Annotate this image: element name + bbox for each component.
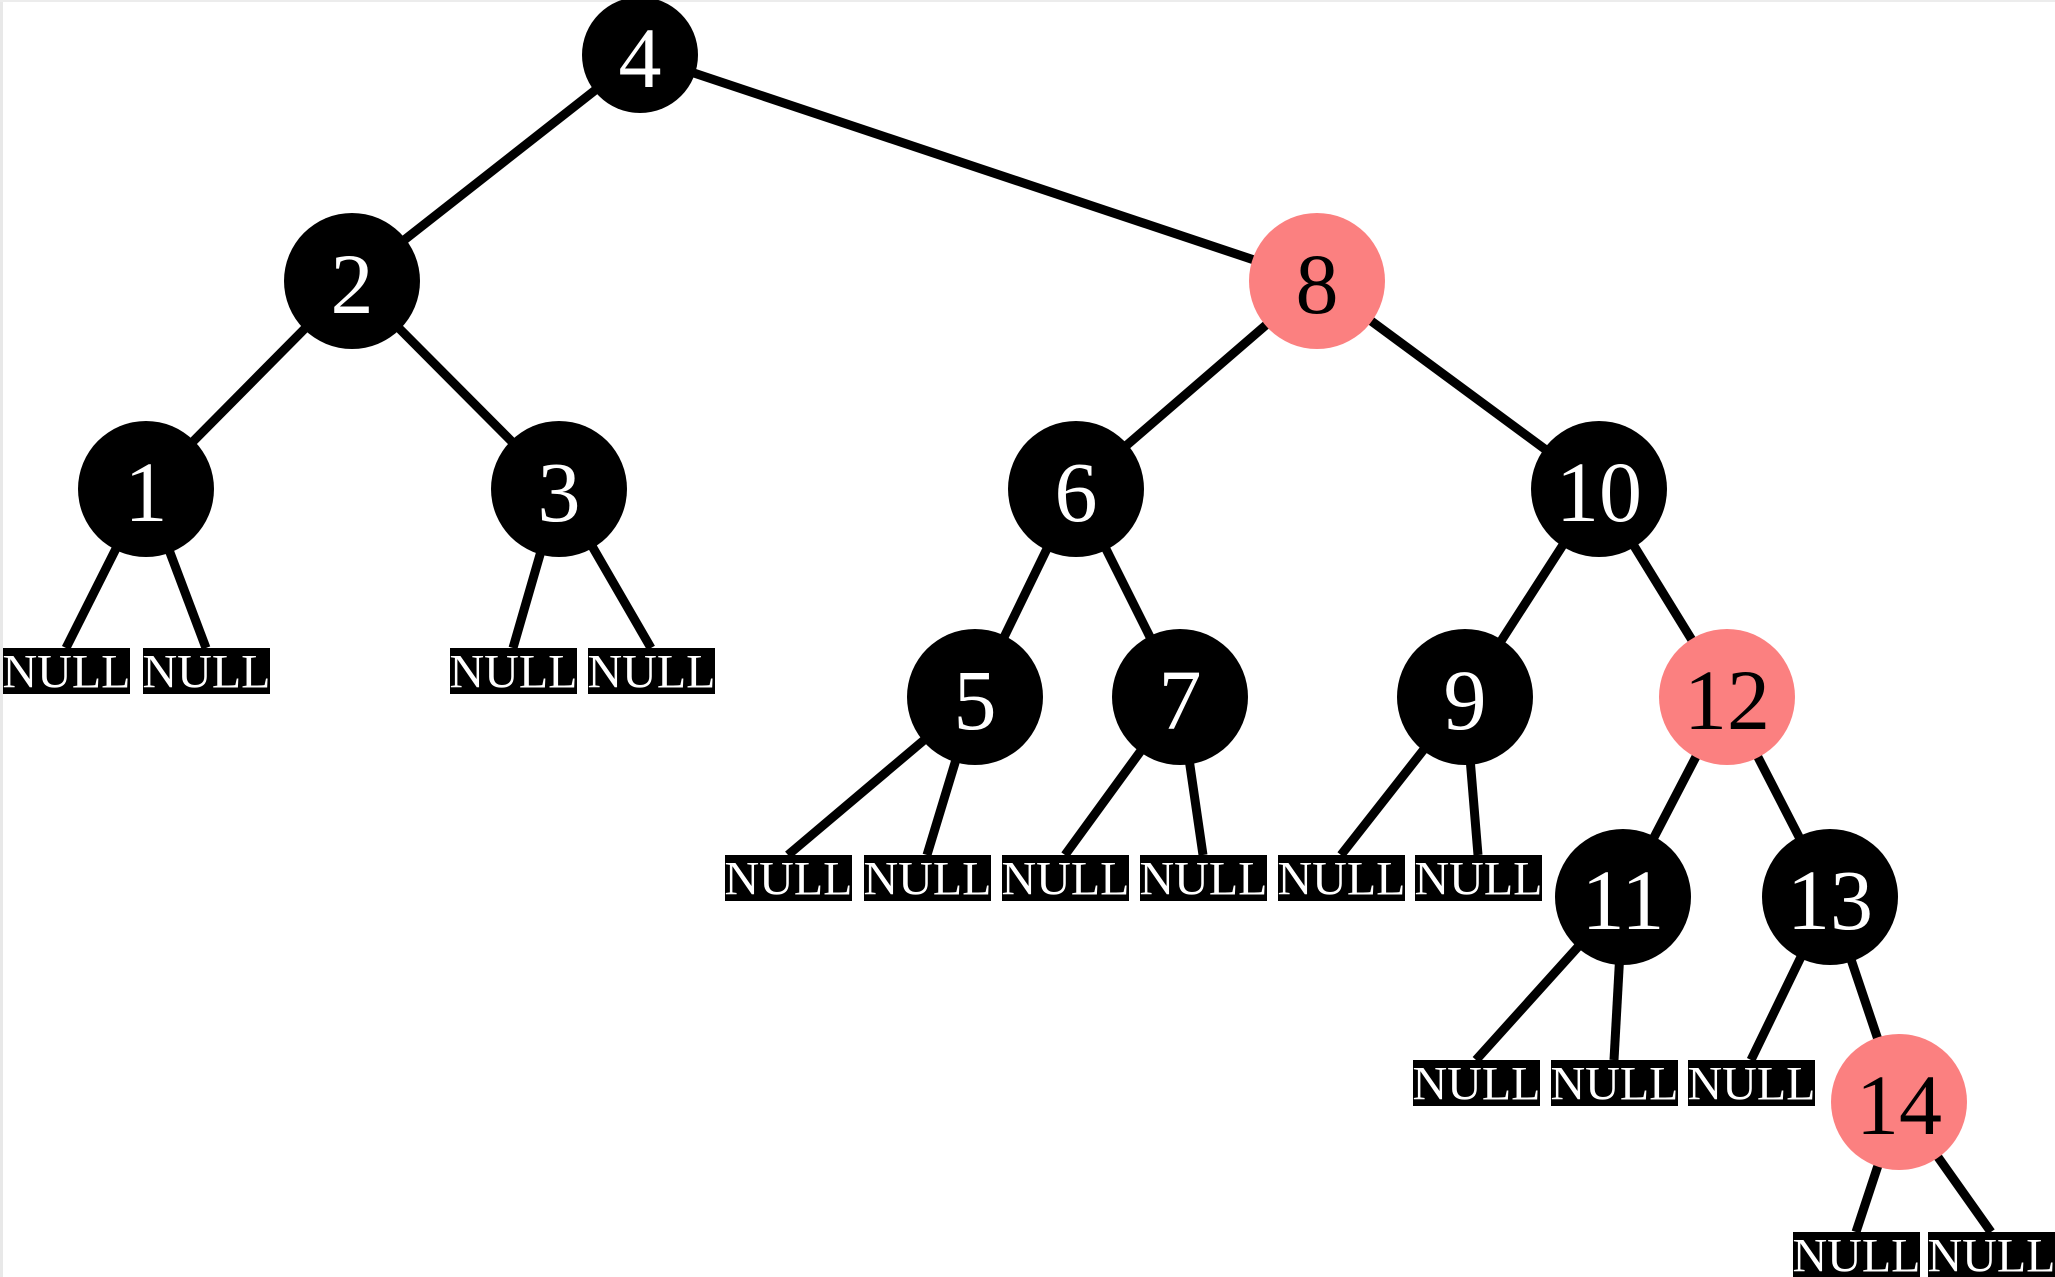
node-label: 14	[1856, 1057, 1942, 1153]
node-circle-black[interactable]	[1397, 629, 1533, 765]
null-leaf-box	[588, 648, 715, 694]
null-leaf-box	[1002, 855, 1129, 901]
node-label: 8	[1296, 236, 1339, 332]
node-circle-red[interactable]	[1831, 1034, 1967, 1170]
null-leaf-u14: NULL	[1793, 1230, 1921, 1277]
node-label: 3	[538, 444, 581, 540]
null-leaf-label: NULL	[143, 646, 271, 699]
null-leaf-u6: NULL	[864, 853, 992, 906]
tree-node-12[interactable]: 12	[1659, 629, 1795, 765]
null-leaf-label: NULL	[1140, 853, 1268, 906]
null-leaf-u7: NULL	[1002, 853, 1130, 906]
node-circle-black[interactable]	[1762, 829, 1898, 965]
null-leaf-u8: NULL	[1140, 853, 1268, 906]
null-leaf-box	[725, 855, 852, 901]
node-label: 5	[954, 652, 997, 748]
node-label: 11	[1582, 852, 1665, 948]
node-label: 9	[1444, 652, 1487, 748]
null-leaf-box	[1793, 1232, 1920, 1277]
node-circle-black[interactable]	[582, 0, 698, 113]
left-border-strip	[0, 0, 3, 1277]
null-leaf-label: NULL	[1002, 853, 1130, 906]
tree-edge-n4-n8	[638, 50, 1319, 286]
null-leaf-box	[1140, 855, 1267, 901]
node-circle-black[interactable]	[907, 629, 1043, 765]
null-leaf-box	[1688, 1060, 1815, 1106]
tree-node-2[interactable]: 2	[284, 213, 420, 349]
null-leaf-box	[143, 648, 270, 694]
null-leaf-box	[864, 855, 991, 901]
node-label: 1	[125, 444, 168, 540]
null-leaf-u3: NULL	[450, 646, 578, 699]
node-label: 4	[619, 10, 662, 106]
null-leaf-label: NULL	[1928, 1230, 2055, 1277]
null-leaf-u11: NULL	[1413, 1058, 1541, 1111]
null-leaf-box	[1278, 855, 1405, 901]
null-leaf-label: NULL	[1793, 1230, 1921, 1277]
null-leaf-label: NULL	[1415, 853, 1543, 906]
null-leaf-label: NULL	[1551, 1058, 1679, 1111]
top-border-strip	[0, 0, 2055, 2]
node-label: 2	[331, 236, 374, 332]
null-leaf-u2: NULL	[143, 646, 271, 699]
node-label: 6	[1055, 444, 1098, 540]
null-leaf-u1: NULL	[3, 646, 131, 699]
node-label: 7	[1159, 652, 1202, 748]
tree-node-7[interactable]: 7	[1112, 629, 1248, 765]
node-circle-black[interactable]	[1008, 421, 1144, 557]
null-leaf-label: NULL	[3, 646, 131, 699]
tree-node-8[interactable]: 8	[1249, 213, 1385, 349]
null-leaf-u4: NULL	[588, 646, 716, 699]
null-leaf-u13: NULL	[1688, 1058, 1816, 1111]
null-leaf-u5: NULL	[725, 853, 853, 906]
null-leaf-box	[1413, 1060, 1540, 1106]
tree-node-1[interactable]: 1	[78, 421, 214, 557]
node-label: 10	[1556, 444, 1642, 540]
null-leaf-label: NULL	[450, 646, 578, 699]
null-leaf-box	[3, 648, 130, 694]
node-circle-black[interactable]	[1112, 629, 1248, 765]
tree-node-6[interactable]: 6	[1008, 421, 1144, 557]
node-circle-red[interactable]	[1249, 213, 1385, 349]
node-circle-black[interactable]	[491, 421, 627, 557]
null-leaf-box	[1415, 855, 1542, 901]
null-leaf-u15: NULL	[1928, 1230, 2055, 1277]
tree-node-3[interactable]: 3	[491, 421, 627, 557]
null-leaf-label: NULL	[725, 853, 853, 906]
null-leaf-u9: NULL	[1278, 853, 1406, 906]
null-leaf-label: NULL	[588, 646, 716, 699]
node-circle-black[interactable]	[284, 213, 420, 349]
null-leaf-label: NULL	[1413, 1058, 1541, 1111]
node-circle-red[interactable]	[1659, 629, 1795, 765]
null-leaf-label: NULL	[1688, 1058, 1816, 1111]
tree-node-13[interactable]: 13	[1762, 829, 1898, 965]
tree-node-10[interactable]: 10	[1531, 421, 1667, 557]
null-leaf-box	[1928, 1232, 2055, 1277]
node-label: 13	[1787, 852, 1873, 948]
tree-node-5[interactable]: 5	[907, 629, 1043, 765]
node-circle-black[interactable]	[1555, 829, 1691, 965]
node-circle-black[interactable]	[78, 421, 214, 557]
null-leaf-u10: NULL	[1415, 853, 1543, 906]
tree-node-14[interactable]: 14	[1831, 1034, 1967, 1170]
null-leaf-label: NULL	[1278, 853, 1406, 906]
null-leaf-u12: NULL	[1551, 1058, 1679, 1111]
node-circle-black[interactable]	[1531, 421, 1667, 557]
null-leaf-box	[1551, 1060, 1678, 1106]
tree-node-11[interactable]: 11	[1555, 829, 1691, 965]
null-leaf-label: NULL	[864, 853, 992, 906]
tree-node-9[interactable]: 9	[1397, 629, 1533, 765]
null-leaf-box	[450, 648, 577, 694]
tree-node-4[interactable]: 4	[582, 0, 698, 113]
node-label: 12	[1684, 652, 1770, 748]
